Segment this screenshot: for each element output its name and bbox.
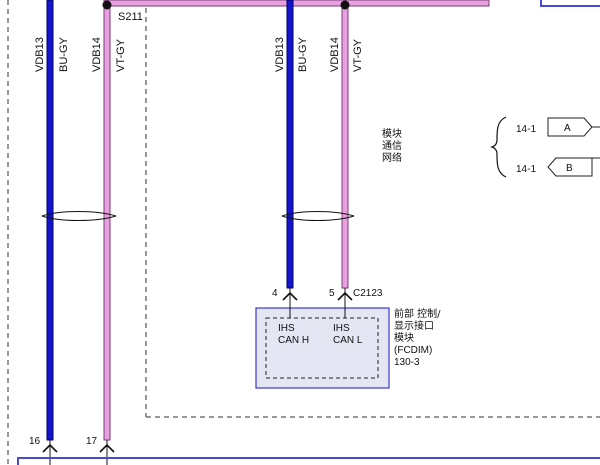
wire-mid-blue-code: VDB13 bbox=[274, 37, 286, 72]
module-pin-l-label-line2: CAN L bbox=[333, 335, 363, 346]
ref-b-flag bbox=[547, 157, 593, 177]
wire-left-blue-color: BU-GY bbox=[58, 37, 70, 73]
wire-mid-blue-color: BU-GY bbox=[297, 37, 309, 73]
bottom-pin-left-pink-number: 17 bbox=[86, 436, 98, 447]
wire-mid-blue bbox=[286, 0, 294, 289]
module-name-line5: 130-3 bbox=[394, 357, 420, 368]
wire-mid-pink bbox=[341, 3, 349, 289]
network-brace bbox=[490, 116, 507, 178]
ref-a-flag bbox=[547, 117, 593, 137]
ref-a-letter: A bbox=[564, 123, 571, 134]
module-pin-l-label-line1: IHS bbox=[333, 323, 350, 334]
connector-name: C2123 bbox=[353, 288, 383, 299]
module-pin-h-label-line2: CAN H bbox=[278, 335, 309, 346]
module-name-line1: 前部 控制/ bbox=[394, 307, 441, 320]
wire-mid-pink-color: VT-GY bbox=[352, 38, 364, 72]
wire-left-pink-color: VT-GY bbox=[115, 38, 127, 72]
ref-b-number: 14-1 bbox=[516, 164, 536, 175]
module-name-line3: 模块 bbox=[394, 332, 414, 344]
wire-mid-pink-code: VDB14 bbox=[329, 37, 341, 72]
twisted-pair-left bbox=[41, 211, 117, 221]
module-name-line4: (FCDIM) bbox=[394, 345, 432, 356]
wire-left-blue-code: VDB13 bbox=[34, 37, 46, 72]
module-pin-h-label-line1: IHS bbox=[278, 323, 295, 334]
ref-a-number: 14-1 bbox=[516, 124, 536, 135]
connector-pin-l-number: 5 bbox=[329, 288, 335, 299]
splice-s211-dot bbox=[102, 0, 112, 10]
module-fcdim-box bbox=[255, 307, 390, 389]
connector-pin-h-number: 4 bbox=[272, 288, 278, 299]
twisted-pair-mid bbox=[281, 211, 355, 221]
bottom-connector-frame bbox=[17, 457, 600, 465]
ref-b-letter: B bbox=[566, 163, 573, 174]
network-label-line2: 通信 bbox=[382, 140, 402, 152]
wire-left-blue bbox=[46, 0, 54, 441]
wire-left-pink-code: VDB14 bbox=[91, 37, 103, 72]
splice-mid-dot bbox=[340, 0, 350, 10]
module-name-line2: 显示接口 bbox=[394, 319, 434, 332]
top-right-frame bbox=[540, 0, 600, 7]
top-pink-bus bbox=[103, 0, 490, 7]
network-label-line3: 网络 bbox=[382, 151, 402, 164]
wire-left-pink bbox=[103, 3, 111, 441]
bottom-pin-left-blue-number: 16 bbox=[29, 436, 41, 447]
module-inner-dashed bbox=[265, 317, 379, 379]
network-label-line1: 模块 bbox=[382, 128, 402, 140]
splice-label: S211 bbox=[118, 11, 143, 23]
